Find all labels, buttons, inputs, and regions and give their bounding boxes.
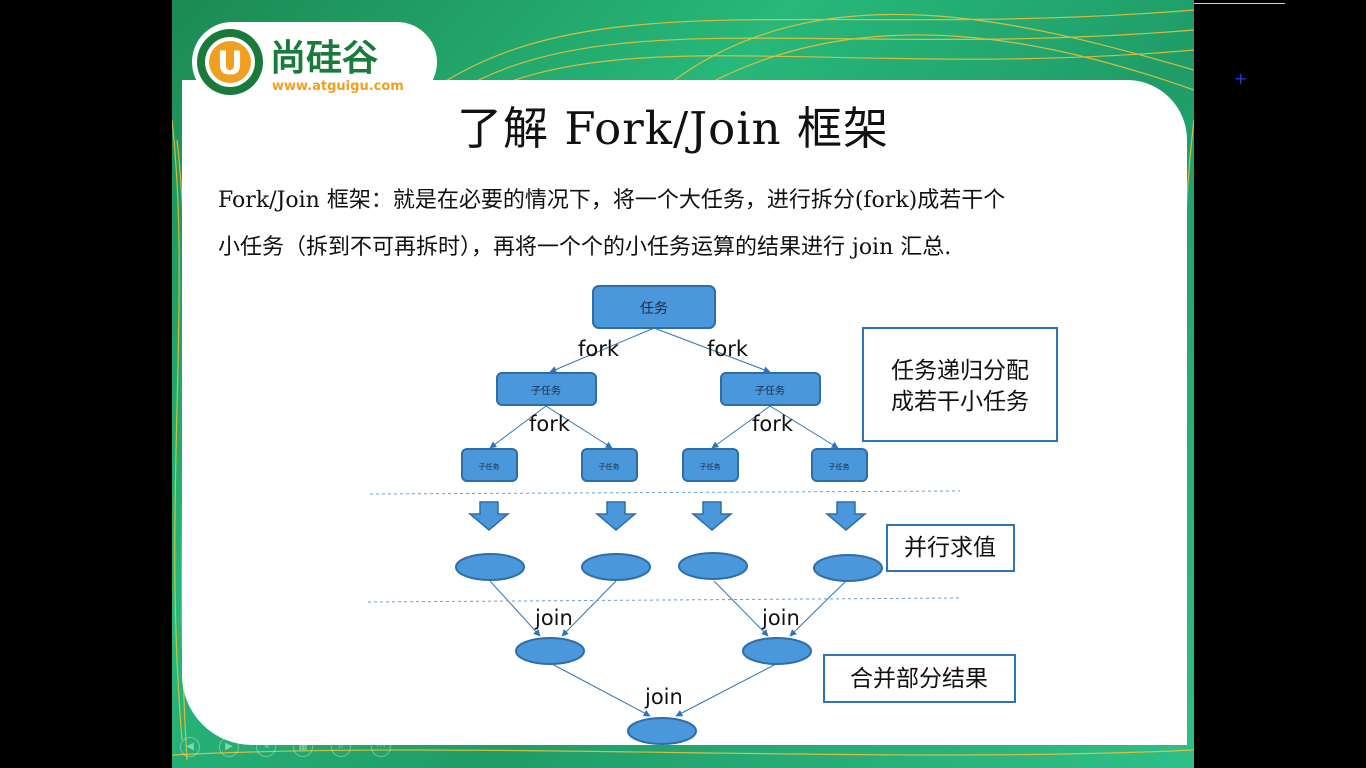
- root-task-node: 任务: [592, 285, 716, 329]
- leaf-task-label: 子任务: [479, 462, 500, 471]
- root-task-label: 任务: [640, 301, 668, 317]
- prev-slide-icon[interactable]: ◀: [180, 737, 200, 757]
- zoom-icon[interactable]: ⌕: [331, 737, 351, 757]
- leaf-task-node: 子任务: [581, 448, 638, 482]
- subtask-node: 子任务: [496, 372, 597, 406]
- leaf-task-node: 子任务: [682, 448, 739, 482]
- join-arrows: [489, 580, 847, 717]
- merged-result-node: [742, 637, 812, 665]
- join-arrow: [551, 663, 651, 717]
- partial-result-node: [581, 553, 651, 581]
- dashed-separator: [369, 490, 961, 495]
- logo-letter: U: [217, 44, 243, 82]
- join-label: join: [761, 606, 800, 630]
- down-arrow-icon: [467, 501, 511, 531]
- subtask-node: 子任务: [720, 372, 821, 406]
- down-arrow-icon: [824, 501, 868, 531]
- join-label: join: [534, 606, 573, 630]
- final-result-node: [627, 717, 697, 745]
- fork-label: fork: [752, 412, 794, 436]
- fork-label: fork: [707, 337, 749, 361]
- atguigu-logo: U 尚硅谷 www.atguigu.com: [192, 22, 437, 102]
- join-arrow: [561, 580, 617, 637]
- partial-result-node: [678, 552, 748, 580]
- leaf-task-label: 子任务: [829, 462, 850, 471]
- fork-label: fork: [578, 337, 620, 361]
- subtask-label: 子任务: [755, 384, 785, 397]
- note-parallel-box: 并行求值: [886, 524, 1015, 572]
- fork-arrow: [489, 405, 547, 449]
- note-split-line-1: 任务递归分配: [891, 358, 1029, 384]
- slides-grid-icon[interactable]: ▦: [293, 737, 313, 757]
- down-arrow-icon: [690, 501, 734, 531]
- logo-brand-text: 尚硅谷: [270, 38, 378, 79]
- fork-label: fork: [529, 412, 571, 436]
- leaf-task-node: 子任务: [811, 448, 868, 482]
- merged-result-node: [515, 637, 585, 665]
- join-label: join: [644, 685, 683, 709]
- logo-url-text: www.atguigu.com: [272, 79, 404, 94]
- fork-arrow: [549, 327, 655, 373]
- next-slide-icon[interactable]: ▶: [219, 737, 239, 757]
- result-nodes: [455, 552, 883, 745]
- fork-arrow: [545, 405, 613, 449]
- fork-arrow: [711, 405, 771, 449]
- fork-arrow: [769, 405, 839, 449]
- fork-arrow: [653, 327, 771, 374]
- join-arrow: [489, 580, 541, 637]
- note-parallel-text: 并行求值: [904, 535, 996, 561]
- join-arrow: [675, 663, 777, 717]
- note-split-box: 任务递归分配 成若干小任务: [862, 327, 1058, 442]
- leaf-task-node: 子任务: [461, 448, 518, 482]
- down-arrow-icon: [594, 501, 638, 531]
- dashed-separator: [367, 597, 961, 603]
- pen-icon[interactable]: ✎: [256, 737, 276, 757]
- fork-arrows: [489, 327, 839, 449]
- more-options-icon[interactable]: ⋯: [371, 737, 391, 757]
- note-split-line-2: 成若干小任务: [891, 389, 1029, 415]
- leaf-task-label: 子任务: [599, 462, 620, 471]
- mouse-cursor-crosshair-icon: +: [1234, 69, 1248, 88]
- subtask-label: 子任务: [531, 384, 561, 397]
- join-arrow: [713, 580, 769, 637]
- partial-result-node: [813, 554, 883, 582]
- partial-result-node: [455, 553, 525, 581]
- leaf-task-label: 子任务: [700, 462, 721, 471]
- note-merge-text: 合并部分结果: [850, 666, 988, 692]
- note-merge-box: 合并部分结果: [823, 654, 1016, 703]
- parallel-down-arrows: [467, 501, 868, 531]
- description-line-2: 小任务（拆到不可再拆时），再将一个个的小任务运算的结果进行 join 汇总.: [218, 235, 952, 260]
- join-arrow: [789, 580, 847, 637]
- description-line-1: Fork/Join 框架：就是在必要的情况下，将一个大任务，进行拆分(fork)…: [218, 188, 1006, 213]
- slide-title: 了解 Fork/Join 框架: [457, 102, 889, 155]
